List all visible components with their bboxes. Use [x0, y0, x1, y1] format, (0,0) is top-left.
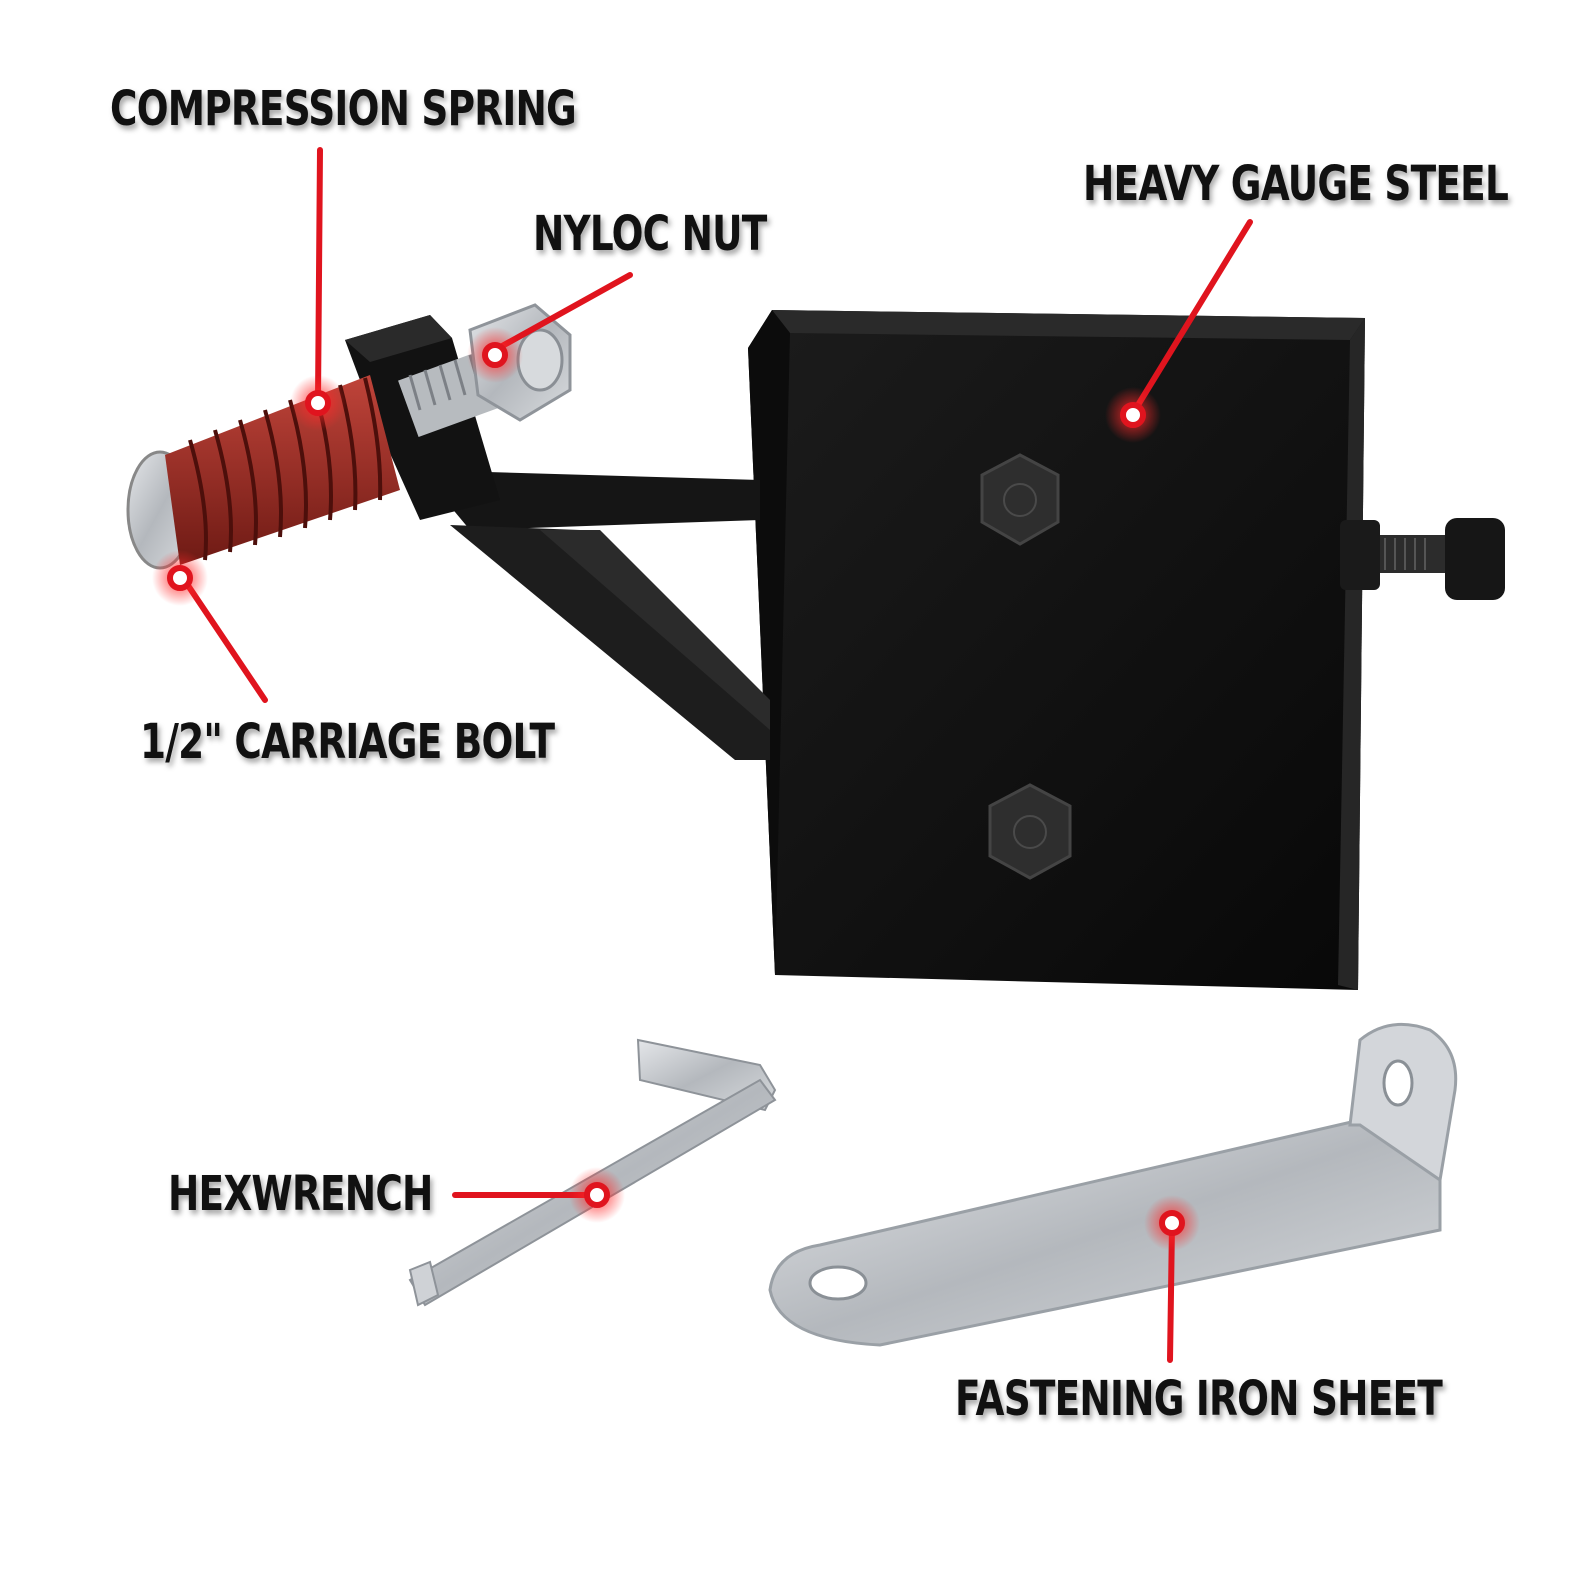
hex-bolt-top: [980, 453, 1060, 546]
callout-dot-spring: [290, 375, 346, 431]
callout-dot-sheet: [1144, 1195, 1200, 1251]
callout-lines: [180, 147, 1253, 1363]
callout-dot-steel: [1105, 387, 1161, 443]
callout-line-nut: [492, 272, 633, 353]
callout-line-spring: [315, 147, 323, 403]
fastening-iron-sheet: [768, 1022, 1458, 1347]
callout-dot-hex: [569, 1167, 625, 1223]
callout-line-steel: [1132, 219, 1253, 413]
label-compression-spring: COMPRESSION SPRING: [110, 81, 577, 137]
steel-box: [748, 310, 1505, 990]
side-bolt: [1340, 518, 1505, 600]
callout-dots: [152, 327, 1200, 1251]
label-carriage-bolt: 1/2" CARRIAGE BOLT: [140, 714, 555, 770]
label-nyloc-nut: NYLOC NUT: [533, 206, 767, 262]
label-hexwrench: HEXWRENCH: [168, 1166, 433, 1222]
hex-bolt-bottom: [988, 783, 1072, 880]
label-heavy-gauge-steel: HEAVY GAUGE STEEL: [1083, 156, 1509, 212]
callout-dot-nut: [467, 327, 523, 383]
spring-assembly: [126, 375, 400, 570]
callout-dot-bolt: [152, 550, 208, 606]
label-fastening-iron-sheet: FASTENING IRON SHEET: [955, 1371, 1443, 1427]
